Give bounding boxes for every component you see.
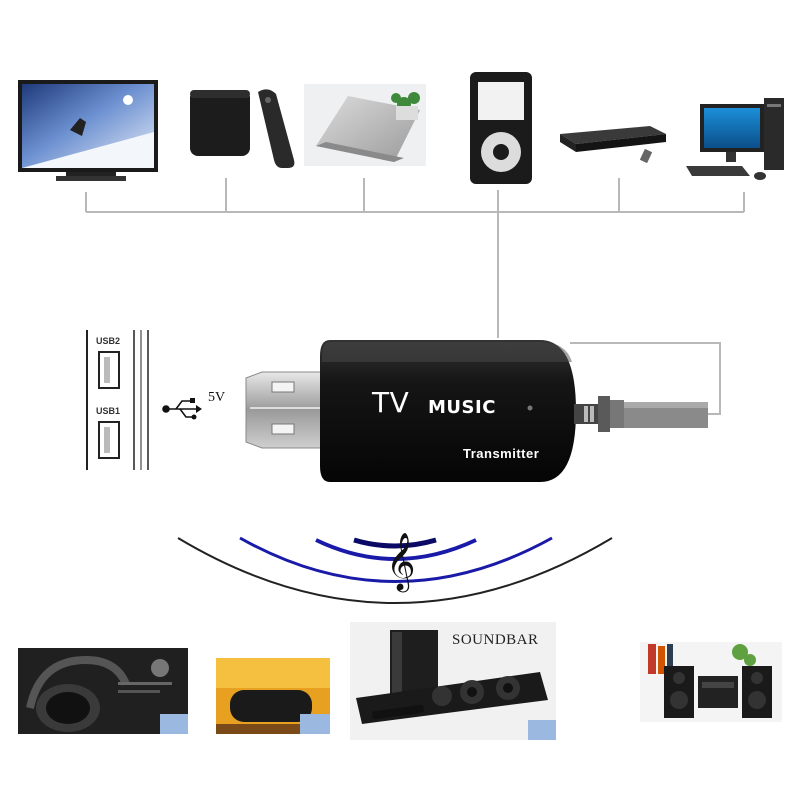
soundbar-system-icon (350, 622, 556, 740)
svg-text:𝄞: 𝄞 (386, 532, 416, 593)
laptop-icon (304, 84, 426, 166)
bluetooth-signal-waves (177, 536, 613, 604)
tv-box-icon (190, 90, 250, 156)
aux-3-5mm-plug (574, 396, 708, 432)
usb-port-panel (86, 330, 149, 470)
top-connector-lines (85, 178, 745, 415)
desktop-computer-icon (686, 98, 784, 180)
dongle-title-tv: TV (372, 386, 410, 419)
tv-music-transmitter-dongle (320, 340, 576, 482)
usb2-port[interactable] (98, 351, 120, 389)
voltage-label: 5V (208, 390, 226, 405)
dongle-title-music: MUSIC (428, 397, 496, 418)
usb-symbol-icon (162, 398, 202, 420)
usb-plug (245, 371, 325, 449)
mp3-player-icon (470, 72, 532, 184)
dongle-subtitle: Transmitter (463, 446, 540, 461)
usb2-label: USB2 (96, 336, 121, 346)
tv-icon (18, 80, 158, 181)
dvd-player-icon (560, 126, 666, 164)
bluetooth-speaker-icon (216, 658, 330, 734)
home-speakers-icon (640, 642, 782, 722)
remote-control-icon (258, 89, 295, 168)
usb1-port[interactable] (98, 421, 120, 459)
headphones-icon (18, 648, 188, 734)
soundbar-label: SOUNDBAR (452, 632, 539, 648)
usb1-label: USB1 (96, 406, 121, 416)
music-note-icon: 𝄞 (386, 532, 416, 593)
